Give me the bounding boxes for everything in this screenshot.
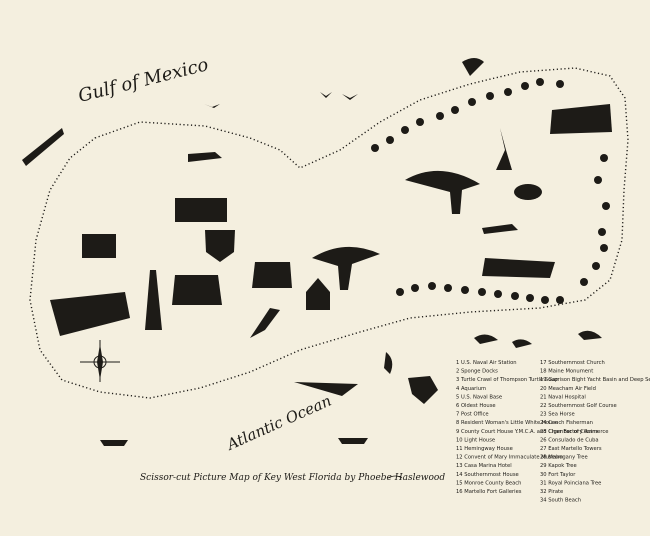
legend-column-right: 17 Southernmost Church 18 Maine Monument 1… (540, 360, 650, 504)
dolphin-right-3 (578, 330, 602, 340)
airplane-silhouette (188, 152, 222, 162)
title-flourish (387, 475, 403, 479)
dolphin-right-2 (512, 339, 532, 348)
oldest-house (82, 234, 116, 258)
legend-item: 17 Southernmost Church (540, 360, 605, 366)
legend-item: 7 Post Office (456, 412, 489, 418)
legend-item: 34 South Beach (540, 498, 581, 504)
sailing-ship (50, 292, 130, 336)
atlantic-ocean-label: Atlantic Ocean (222, 392, 334, 455)
legend-item: 19 Garrison Bight Yacht Basin and Deep S… (540, 377, 650, 383)
boat-with-figures (294, 382, 358, 396)
legend-item: 25 Cigar Factory Ruins (540, 429, 599, 435)
legend-item: 9 County Court House Y.M.C.A. and Chambe… (456, 429, 608, 435)
fort-building (482, 258, 555, 278)
rowboat-left (100, 440, 128, 446)
church (252, 262, 292, 288)
legend-item: 3 Turtle Crawl of Thompson Turtle Soup (456, 377, 559, 383)
palm-trees-lower-coast (396, 282, 564, 304)
legend-item: 4 Aquarium (456, 386, 486, 392)
legend-item: 11 Hemingway House (456, 446, 513, 452)
mahogany-tree (312, 246, 380, 290)
pirate-figure (408, 376, 438, 404)
legend-item: 20 Meacham Air Field (540, 386, 596, 392)
legend-item: 27 East Martello Towers (540, 446, 602, 452)
legend-column-left: 1 U.S. Naval Air Station 2 Sponge Docks 3 … (456, 360, 608, 495)
legend-item: 8 Resident Woman's Little White House (456, 420, 558, 426)
legend-item: 1 U.S. Naval Air Station (456, 360, 517, 366)
legend-item: 13 Casa Marina Hotel (456, 463, 512, 469)
hemingway-house (306, 278, 330, 310)
legend-item: 10 Light House (456, 437, 495, 443)
legend-item: 15 Monroe County Beach (456, 480, 521, 486)
naval-base-building (550, 104, 612, 134)
seagull-2 (342, 94, 358, 100)
island-shoreline (29, 67, 629, 399)
legend-item: 14 Southernmost House (456, 472, 519, 478)
legend-item: 16 Martello Fort Galleries (456, 489, 522, 495)
map-title: Scissor-cut Picture Map of Key West Flor… (140, 473, 445, 483)
legend-item: 22 Southernmost Golf Course (540, 403, 617, 409)
legend-item: 18 Maine Monument (540, 369, 593, 375)
legend-item: 6 Oldest House (456, 403, 496, 409)
boat-upper-left (22, 128, 64, 166)
crest-emblem (205, 230, 235, 262)
golf-pond (514, 184, 542, 200)
court-house (172, 275, 222, 305)
legend-item: 5 U.S. Naval Base (456, 394, 502, 400)
pier (250, 308, 280, 338)
legend-item: 28 Mahogany Tree (540, 455, 588, 461)
naval-air-station-building (175, 198, 227, 222)
rowboat-center (338, 438, 368, 444)
lighthouse-silhouette (145, 270, 162, 330)
airplane-right (482, 224, 518, 234)
palm-trees-upper-coast (371, 78, 564, 152)
dolphin-right-1 (474, 334, 498, 344)
legend-item: 32 Pirate (540, 489, 563, 495)
legend-item: 24 Conch Fisherman (540, 420, 593, 426)
kapok-tree (496, 128, 512, 170)
compass-rose-icon (80, 340, 120, 382)
seagull-3 (204, 104, 220, 108)
sea-horse (384, 352, 393, 374)
legend-item: 26 Consulado de Cuba (540, 437, 599, 443)
legend-item: 23 Sea Horse (540, 412, 575, 418)
legend-item: 21 Naval Hospital (540, 394, 586, 400)
legend-item: 31 Royal Poinciana Tree (540, 480, 601, 486)
palm-trees-right-coast (580, 154, 610, 286)
legend-item: 2 Sponge Docks (456, 369, 498, 375)
legend: 1 U.S. Naval Air Station 2 Sponge Docks 3 … (456, 360, 650, 504)
gulf-of-mexico-label: Gulf of Mexico (76, 54, 211, 107)
poinciana-tree (405, 170, 480, 214)
legend-item: 30 Fort Taylor (540, 472, 576, 478)
legend-item: 29 Kapok Tree (540, 463, 577, 469)
dolphin-top (462, 58, 484, 76)
legend-item: 12 Convent of Mary Immaculate Museum (456, 455, 563, 461)
seagull-1 (320, 92, 332, 98)
